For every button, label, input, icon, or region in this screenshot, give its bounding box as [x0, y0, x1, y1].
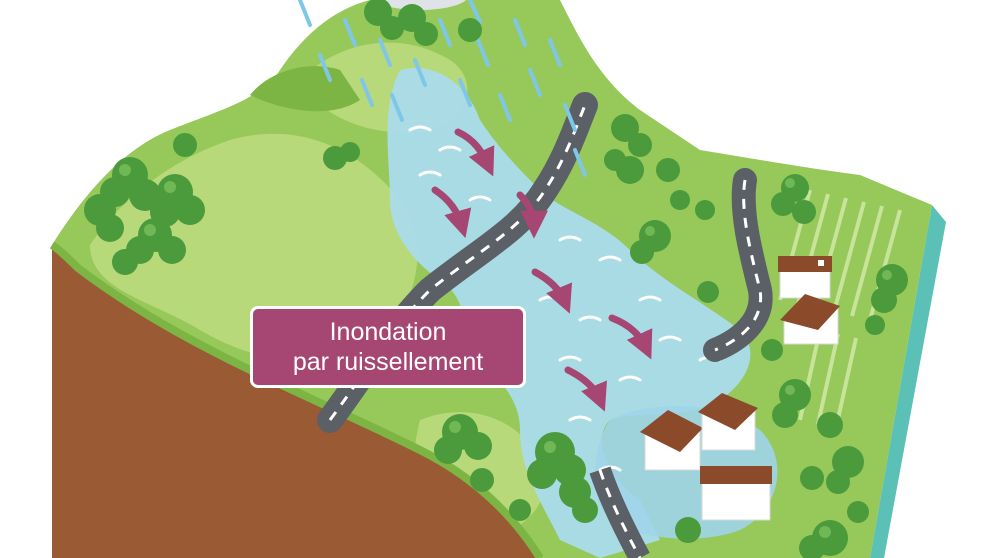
tree-icon	[323, 142, 360, 170]
tree-icon	[695, 200, 715, 220]
block-side-edge	[870, 205, 946, 558]
rain-streaks	[298, 0, 587, 177]
flood-label-line1: Inondation	[329, 318, 447, 346]
tree-icon	[434, 414, 492, 464]
flood-label-line2: par ruissellement	[292, 348, 484, 376]
tree-icon	[559, 476, 598, 523]
tree-icon	[509, 499, 531, 521]
house-icon	[780, 294, 840, 345]
tree-icon	[847, 501, 869, 523]
tree-icon	[527, 432, 586, 489]
tree-icon	[112, 249, 138, 275]
house-icon	[640, 410, 703, 471]
tree-icon	[670, 190, 690, 210]
tree-icon	[611, 114, 652, 157]
tree-highlights	[119, 164, 892, 538]
tree-icon	[398, 4, 438, 46]
tree-icon	[470, 468, 494, 492]
flood-label: Inondation par ruissellement	[250, 306, 526, 388]
runoff-arrows	[431, 128, 653, 412]
arrow-icon	[564, 366, 607, 412]
arrow-icon	[531, 268, 572, 314]
rain-cloud-icon	[374, 0, 466, 10]
tree-icon	[865, 315, 885, 335]
road-markings	[328, 104, 587, 421]
road-markings	[598, 469, 642, 558]
road-markings	[714, 179, 763, 352]
arrow-icon	[454, 128, 495, 177]
arrow-icon	[516, 191, 548, 239]
tree-icon	[817, 412, 843, 438]
tree-icon	[800, 466, 824, 490]
tree-icon	[826, 446, 864, 494]
tree-icon	[458, 18, 482, 42]
tree-icon	[173, 133, 197, 157]
tree-icon	[761, 339, 783, 361]
house-icon	[778, 256, 832, 299]
tree-icon	[604, 149, 644, 184]
arrow-icon	[431, 186, 472, 239]
soil-cross-section	[52, 245, 540, 558]
house-icon	[698, 393, 758, 451]
house-icon	[700, 466, 772, 521]
grass-patch-dark	[250, 66, 360, 112]
tree-icon	[656, 158, 680, 182]
tree-icon	[84, 194, 124, 242]
tree-icon	[697, 281, 719, 303]
tree-icon	[675, 517, 701, 543]
arrow-icon	[608, 314, 653, 360]
tree-icon	[364, 0, 404, 40]
